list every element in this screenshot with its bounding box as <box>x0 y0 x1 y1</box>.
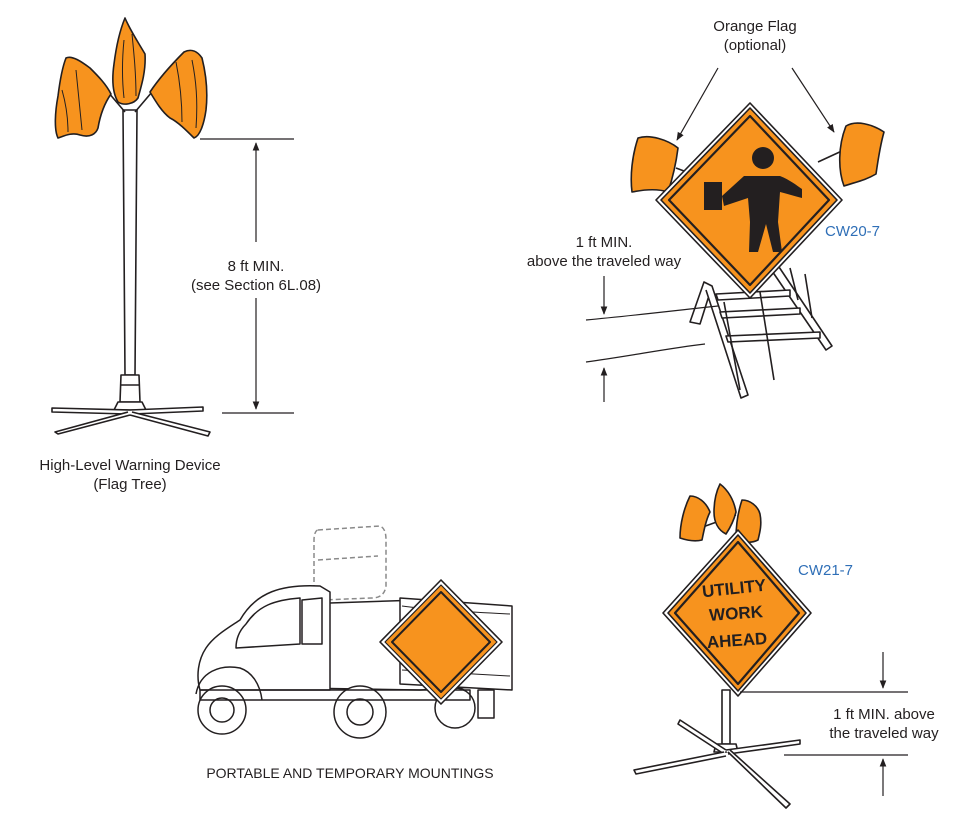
cw21-7-code: CW21-7 <box>798 562 854 579</box>
flag-tree-dimension <box>200 138 294 414</box>
utility-clearance-line-2: the traveled way <box>829 725 939 742</box>
truck-diamond-sign <box>379 579 503 705</box>
flagger-symbol-icon <box>704 147 802 252</box>
flagger-clearance-label: 1 ft MIN. above the traveled way <box>496 233 712 271</box>
flag-tree-height-line-2: (see Section 6L.08) <box>190 277 322 294</box>
truck-caption: PORTABLE AND TEMPORARY MOUNTINGS <box>206 765 494 781</box>
utility-clearance-line-1: 1 ft MIN. above <box>833 706 935 723</box>
orange-flag-arrows <box>676 67 835 141</box>
flagger-road-dimension <box>585 276 719 402</box>
utility-sign-text: UTILITY WORK AHEAD <box>701 576 768 652</box>
utility-clearance-label: 1 ft MIN. above the traveled way <box>804 705 964 743</box>
cw20-7-code: CW20-7 <box>825 223 881 240</box>
flag-tree-caption: High-Level Warning Device (Flag Tree) <box>10 456 250 494</box>
orange-flag-line-2: (optional) <box>723 37 787 54</box>
orange-flag-label: Orange Flag (optional) <box>680 17 830 55</box>
utility-line-2: WORK <box>709 602 765 625</box>
flagger-clearance-line-1: 1 ft MIN. <box>575 234 633 251</box>
utility-line-3: AHEAD <box>706 629 768 652</box>
utility-clearance-dimension <box>740 652 908 796</box>
flagger-clearance-line-2: above the traveled way <box>526 253 682 270</box>
flag-tree-height-line-1: 8 ft MIN. <box>227 258 285 275</box>
utility-sign-assembly <box>633 483 812 809</box>
flag-tree-caption-line-2: (Flag Tree) <box>93 476 167 493</box>
flag-tree <box>51 17 211 437</box>
orange-flag-line-1: Orange Flag <box>713 18 797 35</box>
flag-tree-caption-line-1: High-Level Warning Device <box>39 457 221 474</box>
flag-tree-height-label: 8 ft MIN. (see Section 6L.08) <box>178 257 334 295</box>
